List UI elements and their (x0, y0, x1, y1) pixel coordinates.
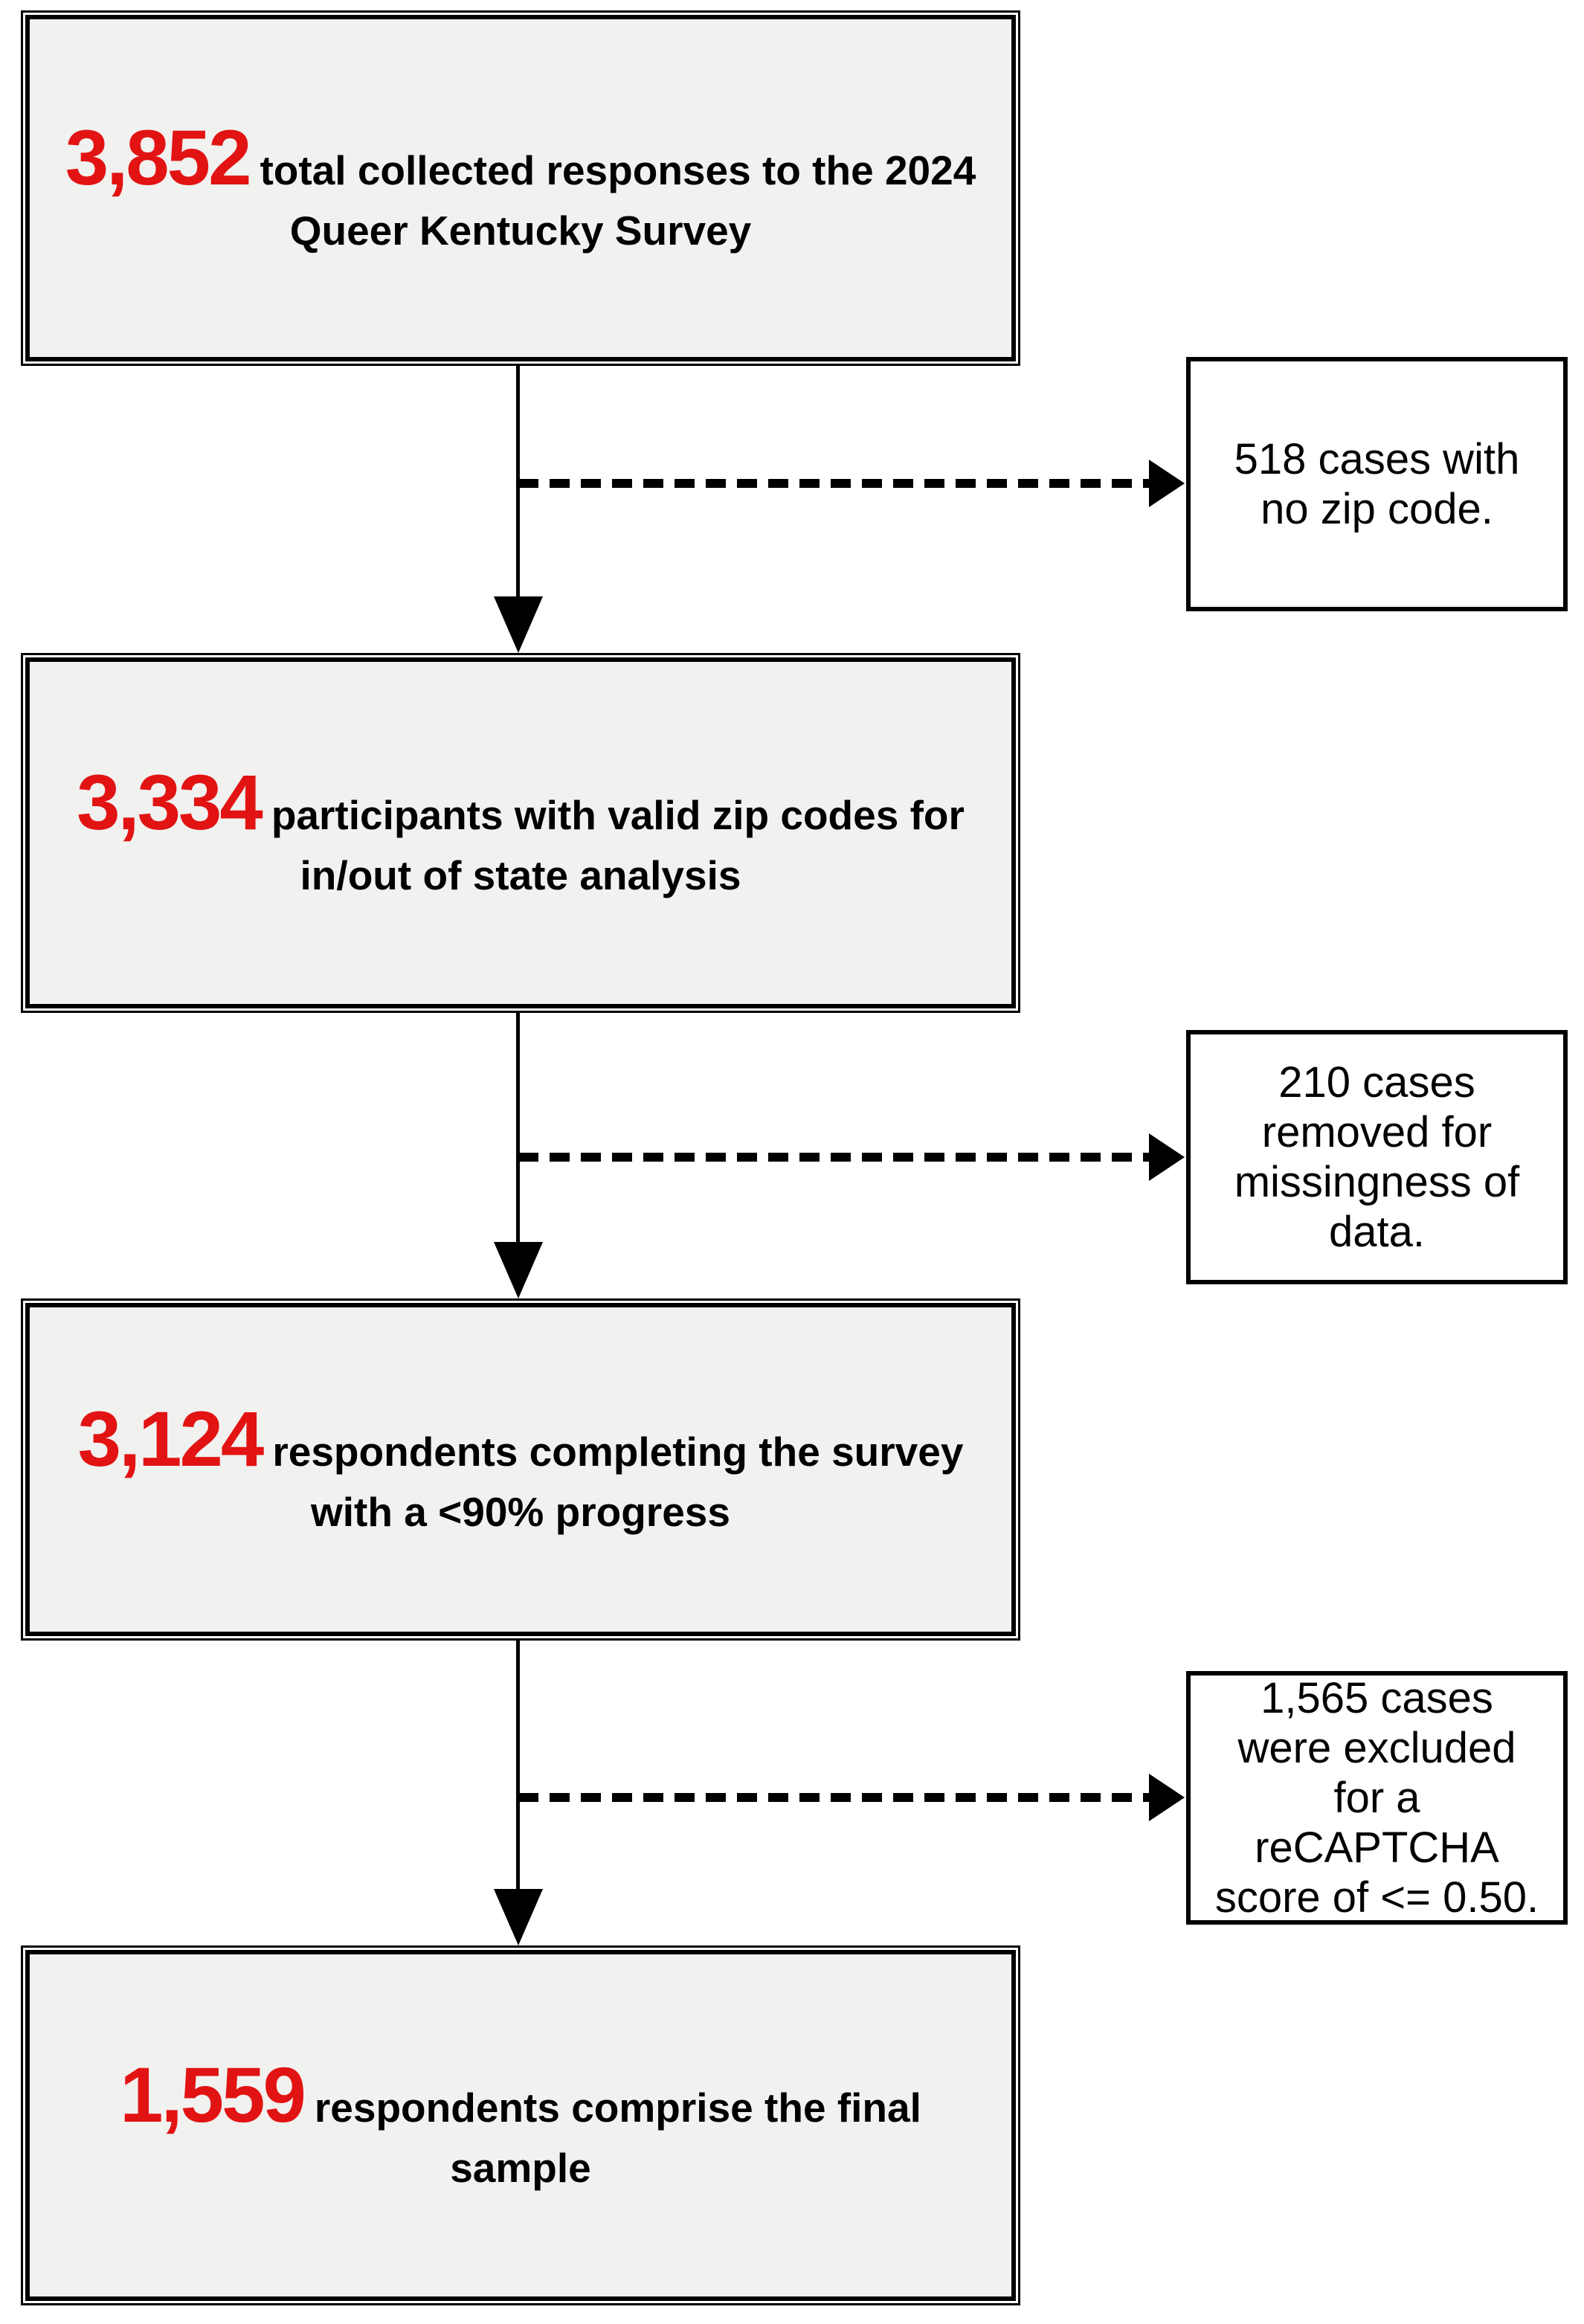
exclusion-box-3-line-4: reCAPTCHA (1255, 1824, 1499, 1872)
exclusion-box-1-line-2: no zip code. (1261, 485, 1493, 533)
exclusion-box-3-line-1: 1,565 cases (1261, 1674, 1493, 1722)
down-arrow-head-1 (494, 596, 543, 653)
down-arrow-line-3 (516, 1641, 520, 1889)
exclusion-box-2-line-4: data. (1329, 1208, 1425, 1256)
flow-box-4-line-1-text: respondents comprise the final (314, 2084, 921, 2131)
exclusion-box-recaptcha: 1,565 cases were excluded for a reCAPTCH… (1186, 1671, 1568, 1925)
flow-box-3-line-2: with a <90% progress (311, 1488, 730, 1535)
dashed-arrow-head-3 (1149, 1774, 1185, 1821)
dashed-arrow-head-1 (1149, 460, 1185, 507)
dashed-arrow-head-2 (1149, 1133, 1185, 1181)
exclusion-box-2-line-3: missingness of (1234, 1158, 1520, 1206)
down-arrow-head-3 (494, 1889, 543, 1945)
dashed-arrow-line-3 (518, 1793, 1149, 1802)
dashed-arrow-line-1 (518, 479, 1149, 488)
count-progress: 3,124 (77, 1395, 265, 1483)
flow-box-1-line-2: Queer Kentucky Survey (289, 207, 752, 254)
count-valid-zip: 3,334 (77, 759, 263, 846)
count-total-responses: 3,852 (65, 114, 252, 202)
flow-box-2-line-1-text: participants with valid zip codes for (271, 791, 965, 838)
exclusion-box-2-line-1: 210 cases (1278, 1058, 1475, 1107)
exclusion-box-missingness: 210 cases removed for missingness of dat… (1186, 1030, 1568, 1284)
exclusion-box-no-zip: 518 cases with no zip code. (1186, 357, 1568, 611)
down-arrow-line-1 (516, 366, 520, 596)
down-arrow-head-2 (494, 1242, 543, 1298)
exclusion-box-1-line-1: 518 cases with (1234, 435, 1520, 483)
flow-box-4-line-2: sample (450, 2144, 591, 2191)
flow-box-3-line-1-text: respondents completing the survey (272, 1428, 964, 1475)
dashed-arrow-line-2 (518, 1153, 1149, 1162)
exclusion-box-2-line-2: removed for (1261, 1108, 1493, 1156)
exclusion-box-3-line-3: for a (1333, 1774, 1420, 1822)
count-final-sample: 1,559 (120, 2051, 306, 2139)
exclusion-box-3-line-2: were excluded (1237, 1724, 1516, 1772)
flow-box-1-line-1-text: total collected responses to the 2024 (260, 147, 976, 193)
down-arrow-line-2 (516, 1013, 520, 1242)
flow-box-2-line-2: in/out of state analysis (300, 852, 741, 898)
exclusion-box-3-line-5: score of <= 0.50. (1214, 1873, 1539, 1922)
